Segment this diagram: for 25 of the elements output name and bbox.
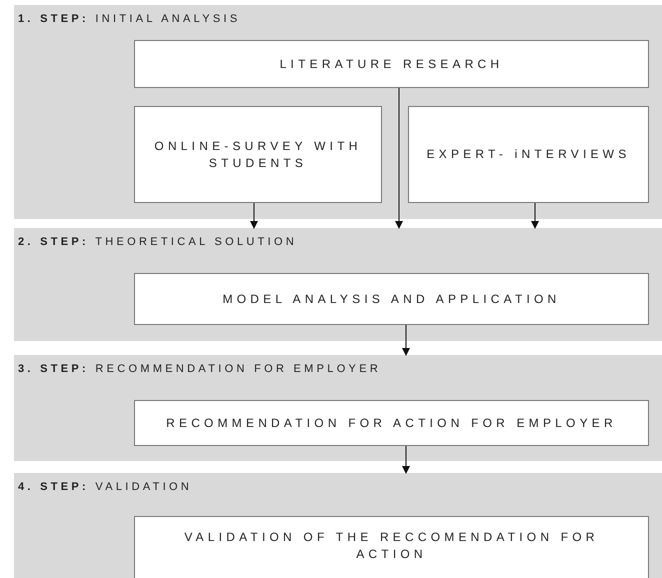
box-text: MODEL ANALYSIS AND APPLICATION <box>222 290 560 308</box>
arrow <box>402 324 410 356</box>
box-text: VALIDATION OF THE RECCOMENDATION FOR ACTION <box>183 529 600 563</box>
step-band <box>14 473 662 578</box>
step-band <box>14 5 662 219</box>
process-box <box>134 400 649 446</box>
step-heading: 1. STEP: INITIAL ANALYSIS <box>18 12 241 27</box>
step-heading: 4. STEP: VALIDATION <box>18 480 192 495</box>
process-box <box>134 40 649 88</box>
step-band <box>14 355 662 461</box>
arrow <box>395 88 403 229</box>
box-text: EXPERT- iNTERVIEWS <box>426 146 630 163</box>
box-text: RECOMMENDATION FOR ACTION FOR EMPLOYER <box>166 414 617 432</box>
process-box <box>408 106 649 203</box>
step-heading: 3. STEP: RECOMMENDATION FOR EMPLOYER <box>18 362 382 377</box>
arrow <box>402 446 410 474</box>
arrow <box>531 202 539 229</box>
process-box <box>134 106 382 203</box>
arrow <box>250 202 258 229</box>
step-band <box>14 228 662 341</box>
process-box <box>134 516 649 578</box>
box-text: LITERATURE RESEARCH <box>280 56 504 72</box>
box-text: ONLINE-SURVEY WITH STUDENTS <box>153 138 363 172</box>
process-box <box>134 273 649 325</box>
step-heading: 2. STEP: THEORETICAL SOLUTION <box>18 235 298 250</box>
